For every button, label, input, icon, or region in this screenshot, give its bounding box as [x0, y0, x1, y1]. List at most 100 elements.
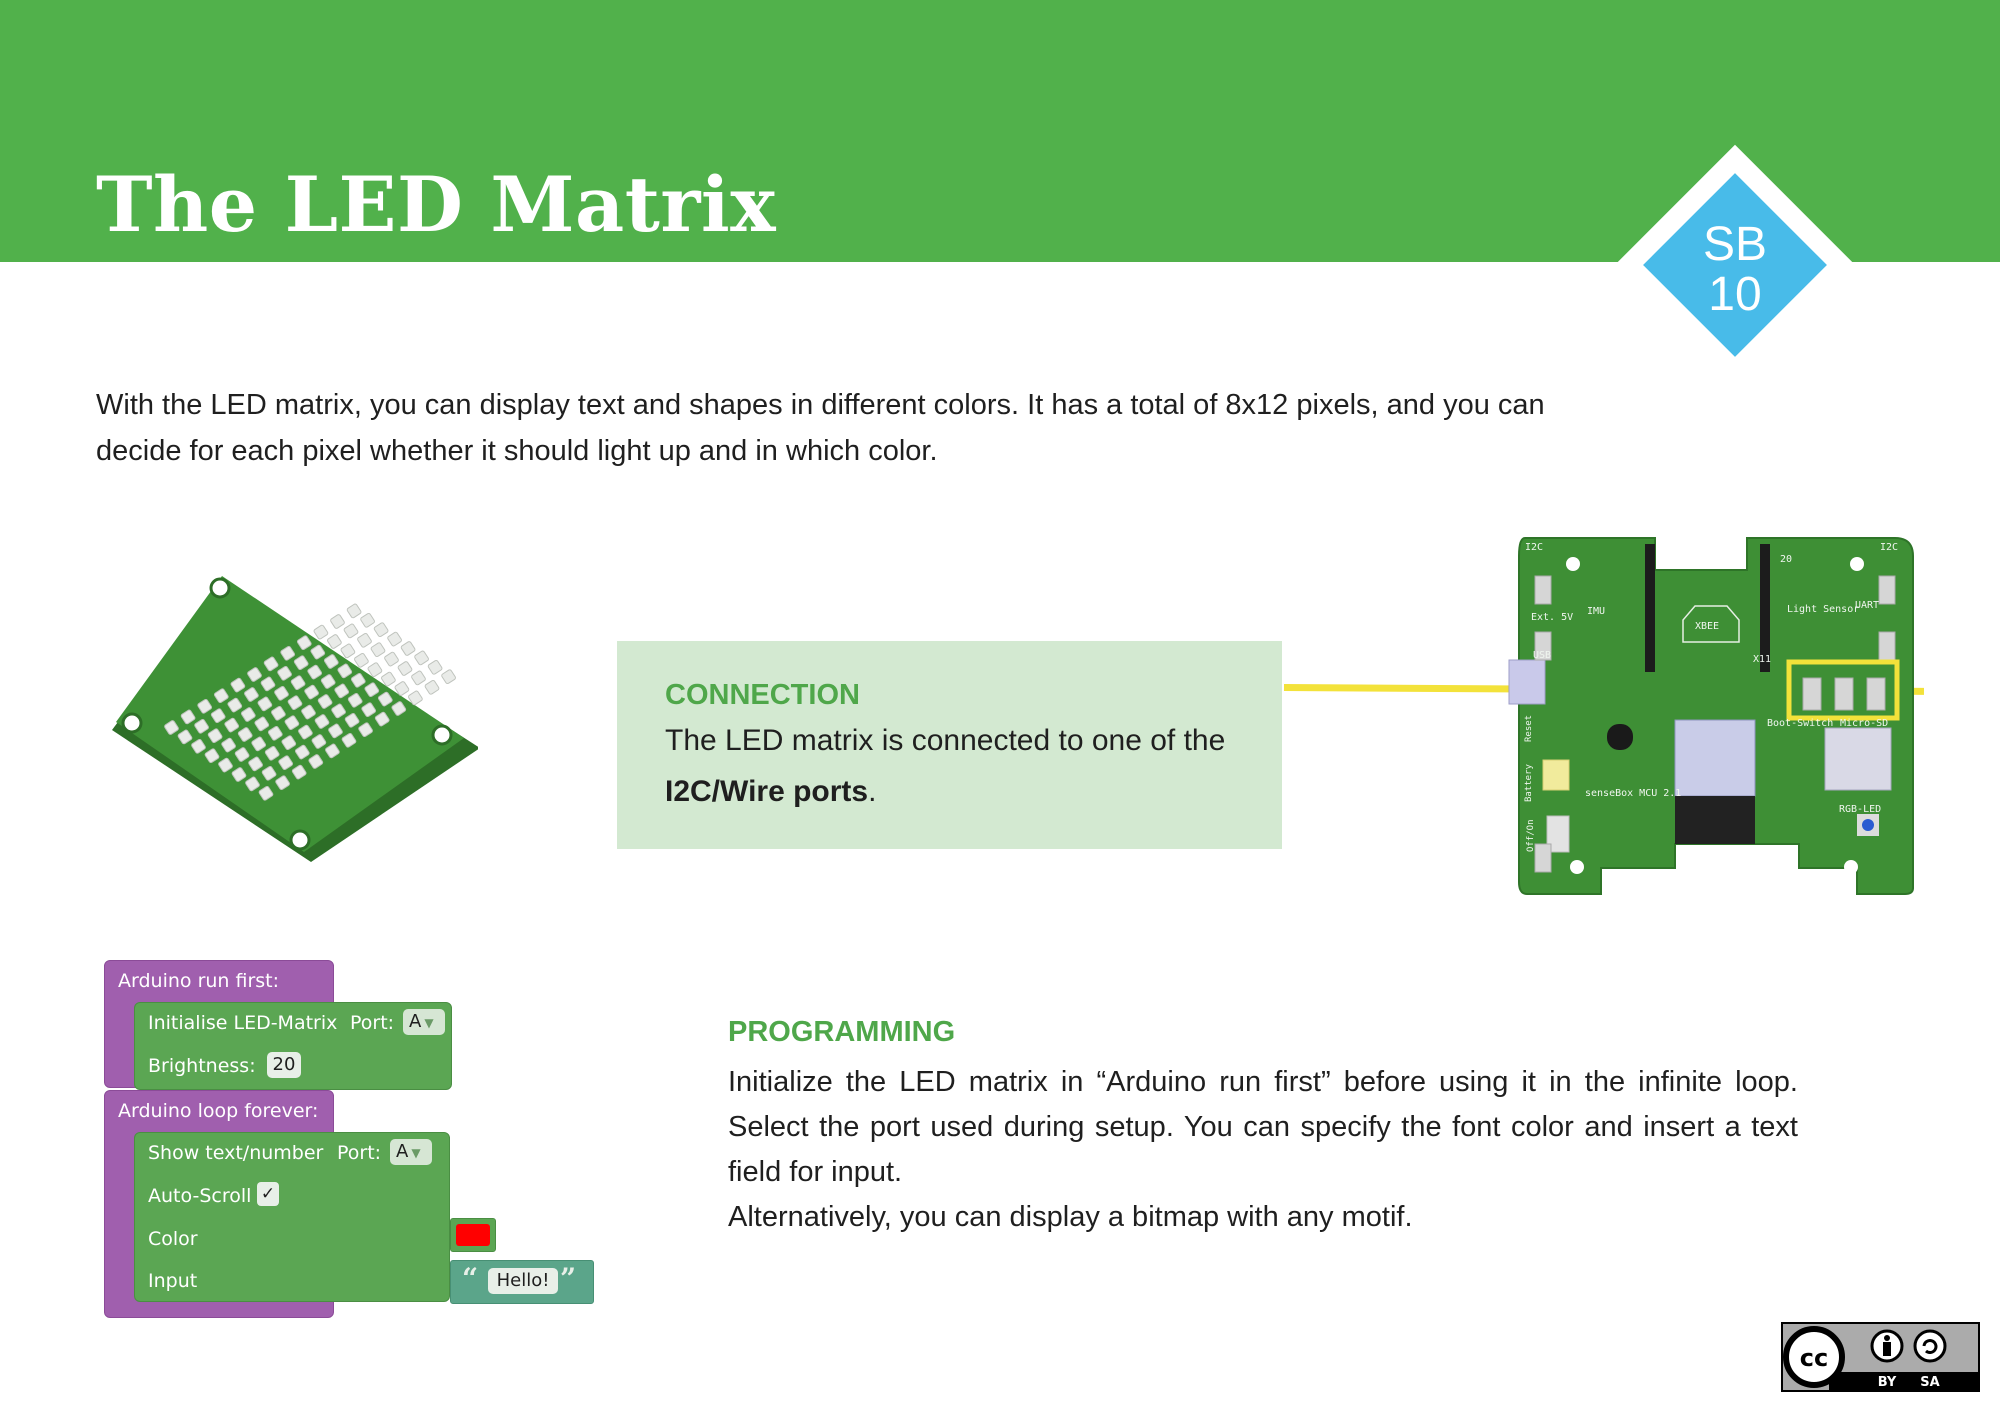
led-pixel: [400, 641, 416, 656]
label-x11: X11: [1753, 654, 1771, 665]
show-port-dropdown[interactable]: A▼: [390, 1139, 432, 1165]
led-pixel: [325, 743, 340, 759]
led-pixel: [271, 705, 286, 721]
board-hole: [1570, 860, 1584, 874]
label-reset: Reset: [1524, 715, 1534, 742]
led-pixel: [427, 659, 443, 675]
led-pixel: [310, 644, 326, 660]
led-pixel: [254, 716, 270, 732]
led-pixel: [350, 672, 366, 688]
autoscroll-label: Auto-Scroll: [148, 1185, 252, 1207]
by-icon-head: [1884, 1335, 1890, 1341]
led-pixel: [307, 664, 323, 680]
show-port-label: Port:: [337, 1142, 382, 1164]
led-pixel: [361, 702, 377, 718]
init-port-label: Port:: [350, 1012, 395, 1034]
led-pixel: [331, 703, 346, 719]
close-quote-icon: ”: [560, 1262, 577, 1295]
led-pixel: [377, 691, 393, 707]
badge-line-1: SB: [1702, 218, 1768, 271]
connection-text: The LED matrix is connected to one of th…: [665, 715, 1234, 817]
chevron-down-icon: ▼: [424, 1016, 434, 1030]
led-pixel: [277, 665, 292, 681]
led-pixel: [258, 785, 274, 801]
led-pixel: [311, 734, 327, 749]
led-pixel: [275, 775, 290, 791]
led-pixel: [293, 655, 309, 671]
programming-heading: PROGRAMMING: [728, 1016, 956, 1048]
led-pixel: [284, 715, 300, 731]
i2c-port: [1866, 677, 1886, 711]
led-pixel: [234, 747, 250, 762]
led-pixel: [164, 720, 179, 735]
board-hole: [1850, 557, 1864, 571]
color-swatch[interactable]: [456, 1224, 490, 1246]
led-pixel: [387, 631, 402, 647]
led-pcb: [116, 576, 464, 852]
show-port-value: A: [396, 1141, 409, 1162]
label-uart: UART: [1855, 600, 1879, 611]
led-pixel: [323, 654, 339, 669]
led-pixel: [264, 745, 280, 761]
led-pixel: [230, 677, 246, 693]
autoscroll-checkbox[interactable]: ✓: [257, 1182, 279, 1206]
led-pixel: [441, 669, 456, 685]
led-pixel: [347, 692, 363, 708]
connection-box: CONNECTION The LED matrix is connected t…: [617, 641, 1282, 849]
i2c-port: [1802, 677, 1822, 711]
led-pixel: [391, 701, 407, 716]
led-pixel: [340, 643, 356, 659]
led-pixel: [267, 725, 283, 741]
led-pixel: [191, 738, 206, 754]
programming-paragraph-2: Alternatively, you can display a bitmap …: [728, 1201, 1413, 1233]
led-pixel: [240, 707, 256, 722]
led-pixel: [251, 736, 267, 752]
label-micro-sd: Micro-SD: [1840, 718, 1888, 729]
init-port-dropdown[interactable]: A▼: [403, 1009, 445, 1035]
led-pixel: [207, 728, 223, 744]
led-pixel: [244, 687, 259, 702]
mcu-board-illustration: XBEE I2C I2C UART 20 Light Sensor Micro-…: [1508, 537, 1914, 895]
brightness-input[interactable]: 20: [267, 1052, 301, 1078]
led-pixel: [357, 632, 372, 648]
label-20: 20: [1780, 554, 1792, 565]
color-label: Color: [148, 1228, 198, 1250]
i2c-port: [1534, 631, 1552, 661]
connection-text-end: .: [868, 775, 877, 808]
loop-label: Arduino loop forever:: [118, 1100, 319, 1122]
led-pixel: [358, 722, 373, 738]
by-label: BY: [1878, 1375, 1897, 1390]
led-pixel: [330, 614, 345, 629]
init-port-value: A: [409, 1011, 422, 1032]
mcu-antenna: [1675, 796, 1755, 844]
led-pixel: [384, 651, 399, 667]
board-hole: [1566, 557, 1580, 571]
label-rgb-led: RGB-LED: [1839, 804, 1881, 815]
led-pixel: [210, 708, 226, 724]
intro-paragraph: With the LED matrix, you can display tex…: [96, 389, 1545, 467]
led-pixel: [287, 695, 303, 711]
led-pixel: [344, 712, 360, 728]
led-pixel: [314, 714, 330, 729]
text-input[interactable]: Hello!: [488, 1268, 558, 1294]
led-pixel: [237, 727, 253, 742]
badge-line-2: 10: [1708, 268, 1762, 321]
sd-slot: [1824, 727, 1892, 791]
xbee-label: XBEE: [1695, 621, 1719, 632]
led-pixel: [213, 688, 229, 704]
led-pixel: [341, 732, 357, 748]
led-pixel: [367, 662, 383, 678]
i2c-port: [1834, 677, 1854, 711]
sa-label: SA: [1920, 1375, 1939, 1390]
brightness-label: Brightness:: [148, 1055, 256, 1077]
program-blocks: Arduino run first: Initialise LED-Matrix…: [104, 960, 604, 1330]
sheet-badge: SB 10: [1610, 140, 1860, 390]
rgb-led-lens: [1862, 819, 1874, 831]
led-pixel: [374, 711, 390, 727]
led-pixel: [291, 764, 307, 780]
led-pixel: [334, 683, 350, 699]
led-pixel: [408, 690, 423, 706]
badge-label: SB 10: [1610, 220, 1860, 320]
label-off-on: Off/On: [1526, 819, 1536, 852]
led-pixel: [414, 650, 429, 666]
